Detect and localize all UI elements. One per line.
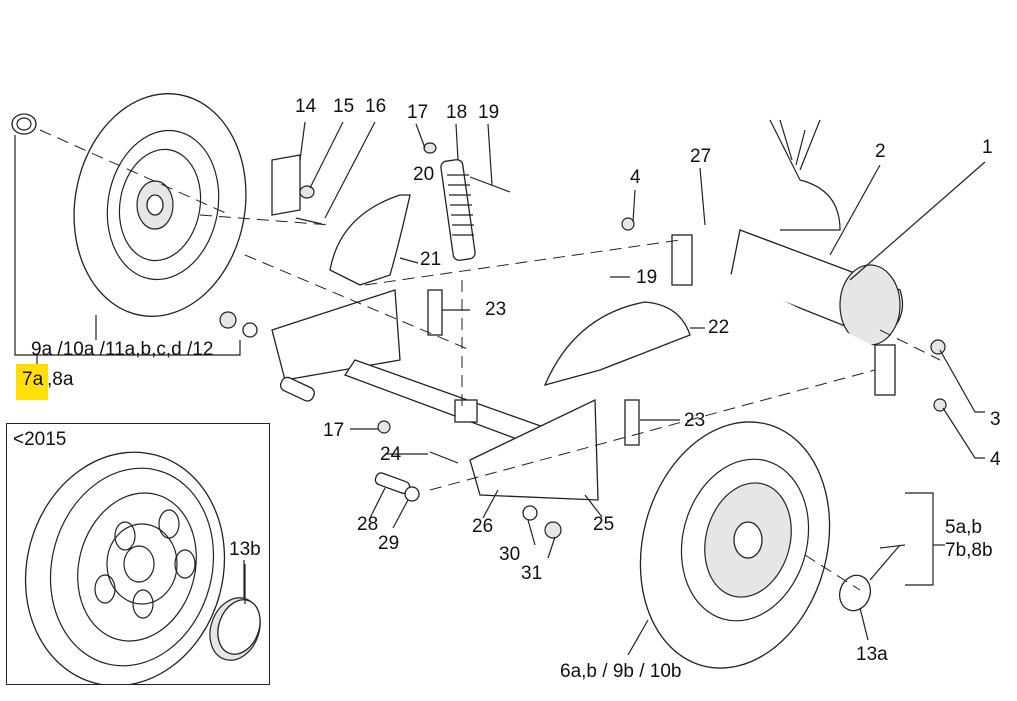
callout-3: 3 bbox=[990, 409, 1001, 430]
bracket-label-line1: 5a,b bbox=[945, 517, 982, 538]
callout-27: 27 bbox=[690, 146, 712, 167]
callout-16: 16 bbox=[365, 96, 387, 117]
shock-absorber bbox=[423, 142, 511, 261]
motor bbox=[729, 119, 904, 346]
inset-wheel bbox=[24, 451, 226, 684]
right-wheel-label: 6a,b / 9b / 10b bbox=[560, 661, 682, 682]
callout-20: 20 bbox=[413, 164, 435, 185]
inset-pre-2015-wheel: <2015 13b bbox=[6, 423, 270, 685]
callout-25: 25 bbox=[593, 514, 615, 535]
callout-18: 18 bbox=[446, 102, 468, 123]
callout-14: 14 bbox=[295, 96, 317, 117]
guard-plate-22 bbox=[543, 301, 691, 386]
callout-23-left: 23 bbox=[485, 299, 507, 320]
inset-hub-cap-13b bbox=[209, 564, 261, 661]
inset-wheel-drawing bbox=[24, 451, 261, 684]
leader-lines bbox=[14, 121, 986, 656]
hub-cap-ring bbox=[11, 113, 37, 135]
highlight-7a bbox=[16, 364, 48, 400]
frame bbox=[271, 289, 599, 501]
callout-4-right: 4 bbox=[990, 449, 1001, 470]
assembly-lines bbox=[39, 129, 941, 591]
axle bbox=[647, 234, 923, 396]
right-wheel bbox=[639, 421, 831, 669]
left-wheel-sub-highlighted: 7a bbox=[22, 369, 44, 390]
callout-24: 24 bbox=[380, 444, 402, 465]
callout-29: 29 bbox=[378, 533, 400, 554]
callout-13a: 13a bbox=[856, 644, 888, 665]
hub-cap-13a bbox=[838, 574, 872, 612]
guard-plate-21 bbox=[329, 194, 411, 286]
hardware bbox=[219, 217, 947, 539]
mount-plate-14 bbox=[271, 154, 323, 225]
callout-17-bottom: 17 bbox=[323, 420, 345, 441]
callout-19-top: 19 bbox=[478, 102, 500, 123]
callout-23-right: 23 bbox=[684, 410, 706, 431]
callout-30: 30 bbox=[499, 544, 521, 565]
left-wheel-sub-rest: ,8a bbox=[47, 369, 74, 390]
callout-17-top: 17 bbox=[407, 102, 429, 123]
callout-15: 15 bbox=[333, 96, 355, 117]
callout-28: 28 bbox=[357, 514, 379, 535]
callout-26: 26 bbox=[472, 516, 494, 537]
callout-13b: 13b bbox=[229, 539, 261, 560]
callout-4-top: 4 bbox=[630, 167, 641, 188]
callout-2: 2 bbox=[875, 141, 886, 162]
inset-label: <2015 bbox=[13, 429, 67, 450]
callout-21: 21 bbox=[420, 249, 442, 270]
callout-1: 1 bbox=[982, 137, 993, 158]
left-wheel-label: 9a /10a /11a,b,c,d /12 bbox=[31, 339, 214, 360]
left-wheel bbox=[73, 93, 247, 317]
callout-22: 22 bbox=[708, 317, 730, 338]
bracket-label-line2: 7b,8b bbox=[945, 540, 993, 561]
callout-31: 31 bbox=[521, 563, 543, 584]
callout-19-mid: 19 bbox=[636, 267, 658, 288]
